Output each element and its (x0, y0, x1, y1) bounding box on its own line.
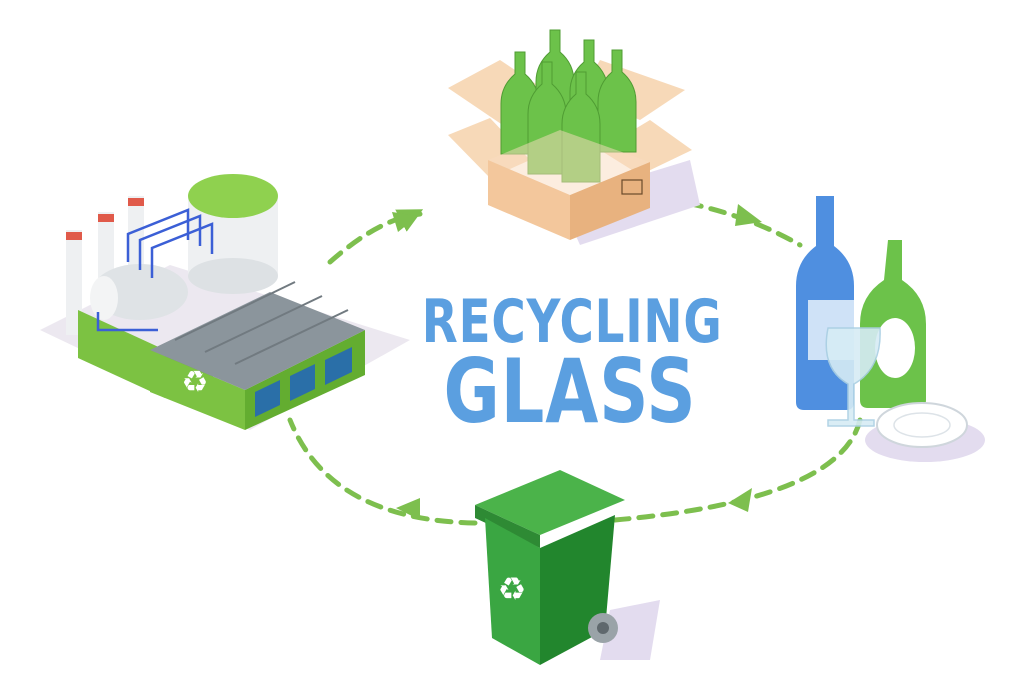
arrowhead-top-right (735, 204, 762, 226)
building-roof (150, 292, 365, 390)
factory-base-left (78, 310, 165, 398)
arrow-glass-to-bin (612, 417, 863, 523)
arrowhead-bottom-left (396, 498, 420, 520)
recycle-symbol-icon: ♻ (498, 570, 527, 608)
arrowhead-bottom-right (728, 488, 752, 512)
recycle-symbol-icon: ♻ (182, 365, 209, 400)
green-bottle-label (875, 318, 915, 378)
bin-lid-front (475, 505, 540, 548)
building-front (150, 350, 245, 430)
plate (876, 402, 968, 448)
roof-ridge (204, 295, 323, 353)
roof-ridges (174, 281, 349, 365)
box-front-face (488, 160, 570, 240)
chimney (66, 230, 82, 335)
pipe (138, 214, 202, 270)
storage-tank-top (188, 174, 278, 218)
arrow-bin-to-factory (287, 417, 478, 526)
green-recycling-bin-icon: ♻ (475, 470, 660, 665)
bottle (597, 49, 637, 153)
factory-icon: ♻ (40, 174, 410, 430)
arrowhead-top-left (392, 212, 418, 232)
pipe (126, 208, 190, 262)
factory-window (325, 347, 352, 385)
chimney-stripe (66, 232, 82, 240)
factory-window (255, 380, 280, 417)
pipe (96, 312, 158, 332)
bin-shadow (600, 600, 660, 660)
roof-ridge (174, 281, 296, 341)
chimney-stripe (98, 214, 114, 222)
bottles-and-glassware-icon (796, 196, 985, 462)
box-top-rim (488, 130, 650, 195)
box-side-face (570, 162, 650, 240)
chimney-stripe (128, 198, 144, 206)
pipe (150, 222, 214, 278)
pipes (96, 208, 214, 332)
factory-window (290, 364, 315, 401)
wine-glass (825, 327, 881, 427)
title-glass: GLASS (443, 340, 697, 443)
bin-wheel-hub (597, 622, 609, 634)
bin-front (485, 518, 540, 665)
fragile-label-icon (621, 179, 643, 195)
title-recycling: RECYCLING (421, 287, 723, 357)
storage-tank-bottom (188, 258, 278, 294)
bin-lid (475, 470, 625, 535)
horizontal-tank-end (90, 276, 118, 320)
factory-windows (255, 347, 352, 417)
plate-inner (893, 412, 951, 438)
box-of-green-bottles-icon (448, 29, 700, 245)
arrow-heads (392, 204, 762, 520)
arrow-box-to-glass (637, 193, 803, 248)
roof-ridge (234, 309, 349, 365)
